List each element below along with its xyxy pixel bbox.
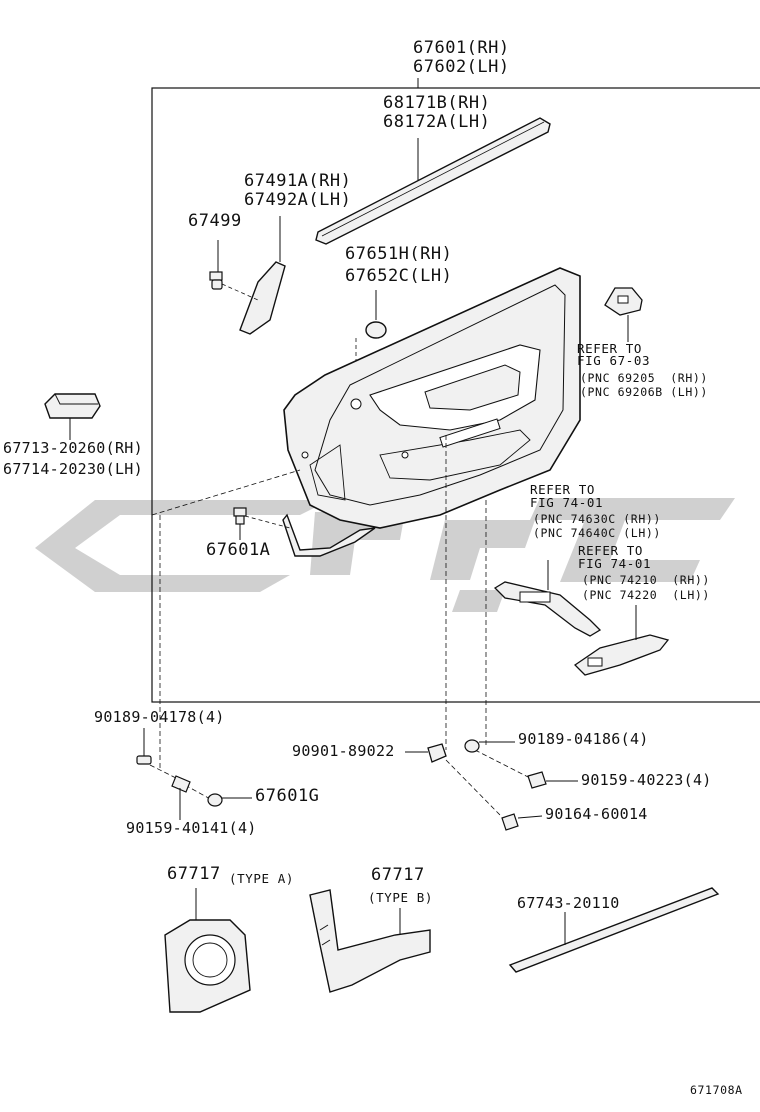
label-90164-60014: 90164-60014: [545, 805, 648, 823]
label-type-a-no: 67717: [167, 864, 221, 884]
label-type-b-no: 67717: [371, 865, 425, 885]
label-ref1-line1: REFER TO: [577, 341, 643, 356]
label-lamp-lh: 67652C(LH): [345, 266, 453, 286]
cap-67601g: [207, 793, 252, 807]
label-ref3-line2: FIG 74-01: [578, 556, 652, 571]
fastener-90189-04186: [464, 739, 515, 753]
label-ref2-pnc1: (PNC 74630C (RH)): [533, 512, 661, 526]
leader-dash-right2: [474, 749, 531, 779]
clip-90901-89022: [405, 743, 447, 763]
label-ref3-pnc1: (PNC 74210 (RH)): [582, 573, 710, 587]
label-90901-89022: 90901-89022: [292, 742, 395, 760]
weatherstrip: [508, 887, 720, 973]
label-ref2-line2: FIG 74-01: [530, 495, 604, 510]
triangle-cover: [239, 216, 286, 335]
label-main-rh: 67601(RH): [413, 38, 510, 58]
leader-dash-left3: [184, 784, 213, 801]
label-weatherstrip: 67743-20110: [517, 894, 620, 912]
belt-moulding: [315, 117, 551, 245]
label-ref1-pnc2: (PNC 69206B (LH)): [580, 385, 708, 399]
label-ref2-pnc2: (PNC 74640C (LH)): [533, 526, 661, 540]
screw-67601a: [233, 507, 291, 540]
fastener-90189-04178: [136, 728, 152, 765]
label-screw-67601a: 67601A: [206, 540, 271, 560]
label-cover-rh: 67491A(RH): [244, 171, 352, 191]
label-main-lh: 67602(LH): [413, 57, 510, 77]
lower-trim-strip: [282, 513, 376, 557]
label-ref1-pnc1: (PNC 69205 (RH)): [580, 371, 708, 385]
label-clip-67499: 67499: [188, 211, 242, 231]
figure-id: 671708A: [690, 1083, 743, 1097]
ref-bracket-67-03: [604, 287, 643, 342]
armrest-panel: [573, 605, 670, 676]
leader-dash-mid2: [445, 759, 501, 816]
label-ref1-line2: FIG 67-03: [577, 353, 651, 368]
label-type-a: (TYPE A): [229, 871, 295, 886]
label-67601g: 67601G: [255, 786, 320, 806]
label-belt-lh: 68172A(LH): [383, 112, 491, 132]
label-bracket-lh: 67714-20230(LH): [3, 460, 143, 478]
bracket-67713: [44, 393, 301, 516]
screw-90164-60014: [501, 813, 543, 831]
screw-90159-40223: [527, 771, 578, 789]
pad-type-b: [309, 889, 431, 993]
label-belt-rh: 68171B(RH): [383, 93, 491, 113]
label-cover-lh: 67492A(LH): [244, 190, 352, 210]
label-ref2-line1: REFER TO: [530, 482, 596, 497]
label-type-b: (TYPE B): [368, 890, 434, 905]
switch-base: [493, 560, 602, 637]
label-bracket-rh: 67713-20260(RH): [3, 439, 143, 457]
label-90189-04178: 90189-04178(4): [94, 708, 225, 726]
label-ref3-line1: REFER TO: [578, 543, 644, 558]
label-ref3-pnc2: (PNC 74220 (LH)): [582, 588, 710, 602]
screw-90159-40141: [171, 775, 191, 820]
clip-67499: [209, 240, 259, 301]
pad-type-a: [164, 888, 251, 1013]
label-90159-40223: 90159-40223(4): [581, 771, 712, 789]
label-90159-40141: 90159-40141(4): [126, 819, 257, 837]
label-lamp-rh: 67651H(RH): [345, 244, 453, 264]
assembly-box: [151, 87, 760, 703]
label-90189-04186: 90189-04186(4): [518, 730, 649, 748]
door-trim-panel: [283, 267, 581, 529]
